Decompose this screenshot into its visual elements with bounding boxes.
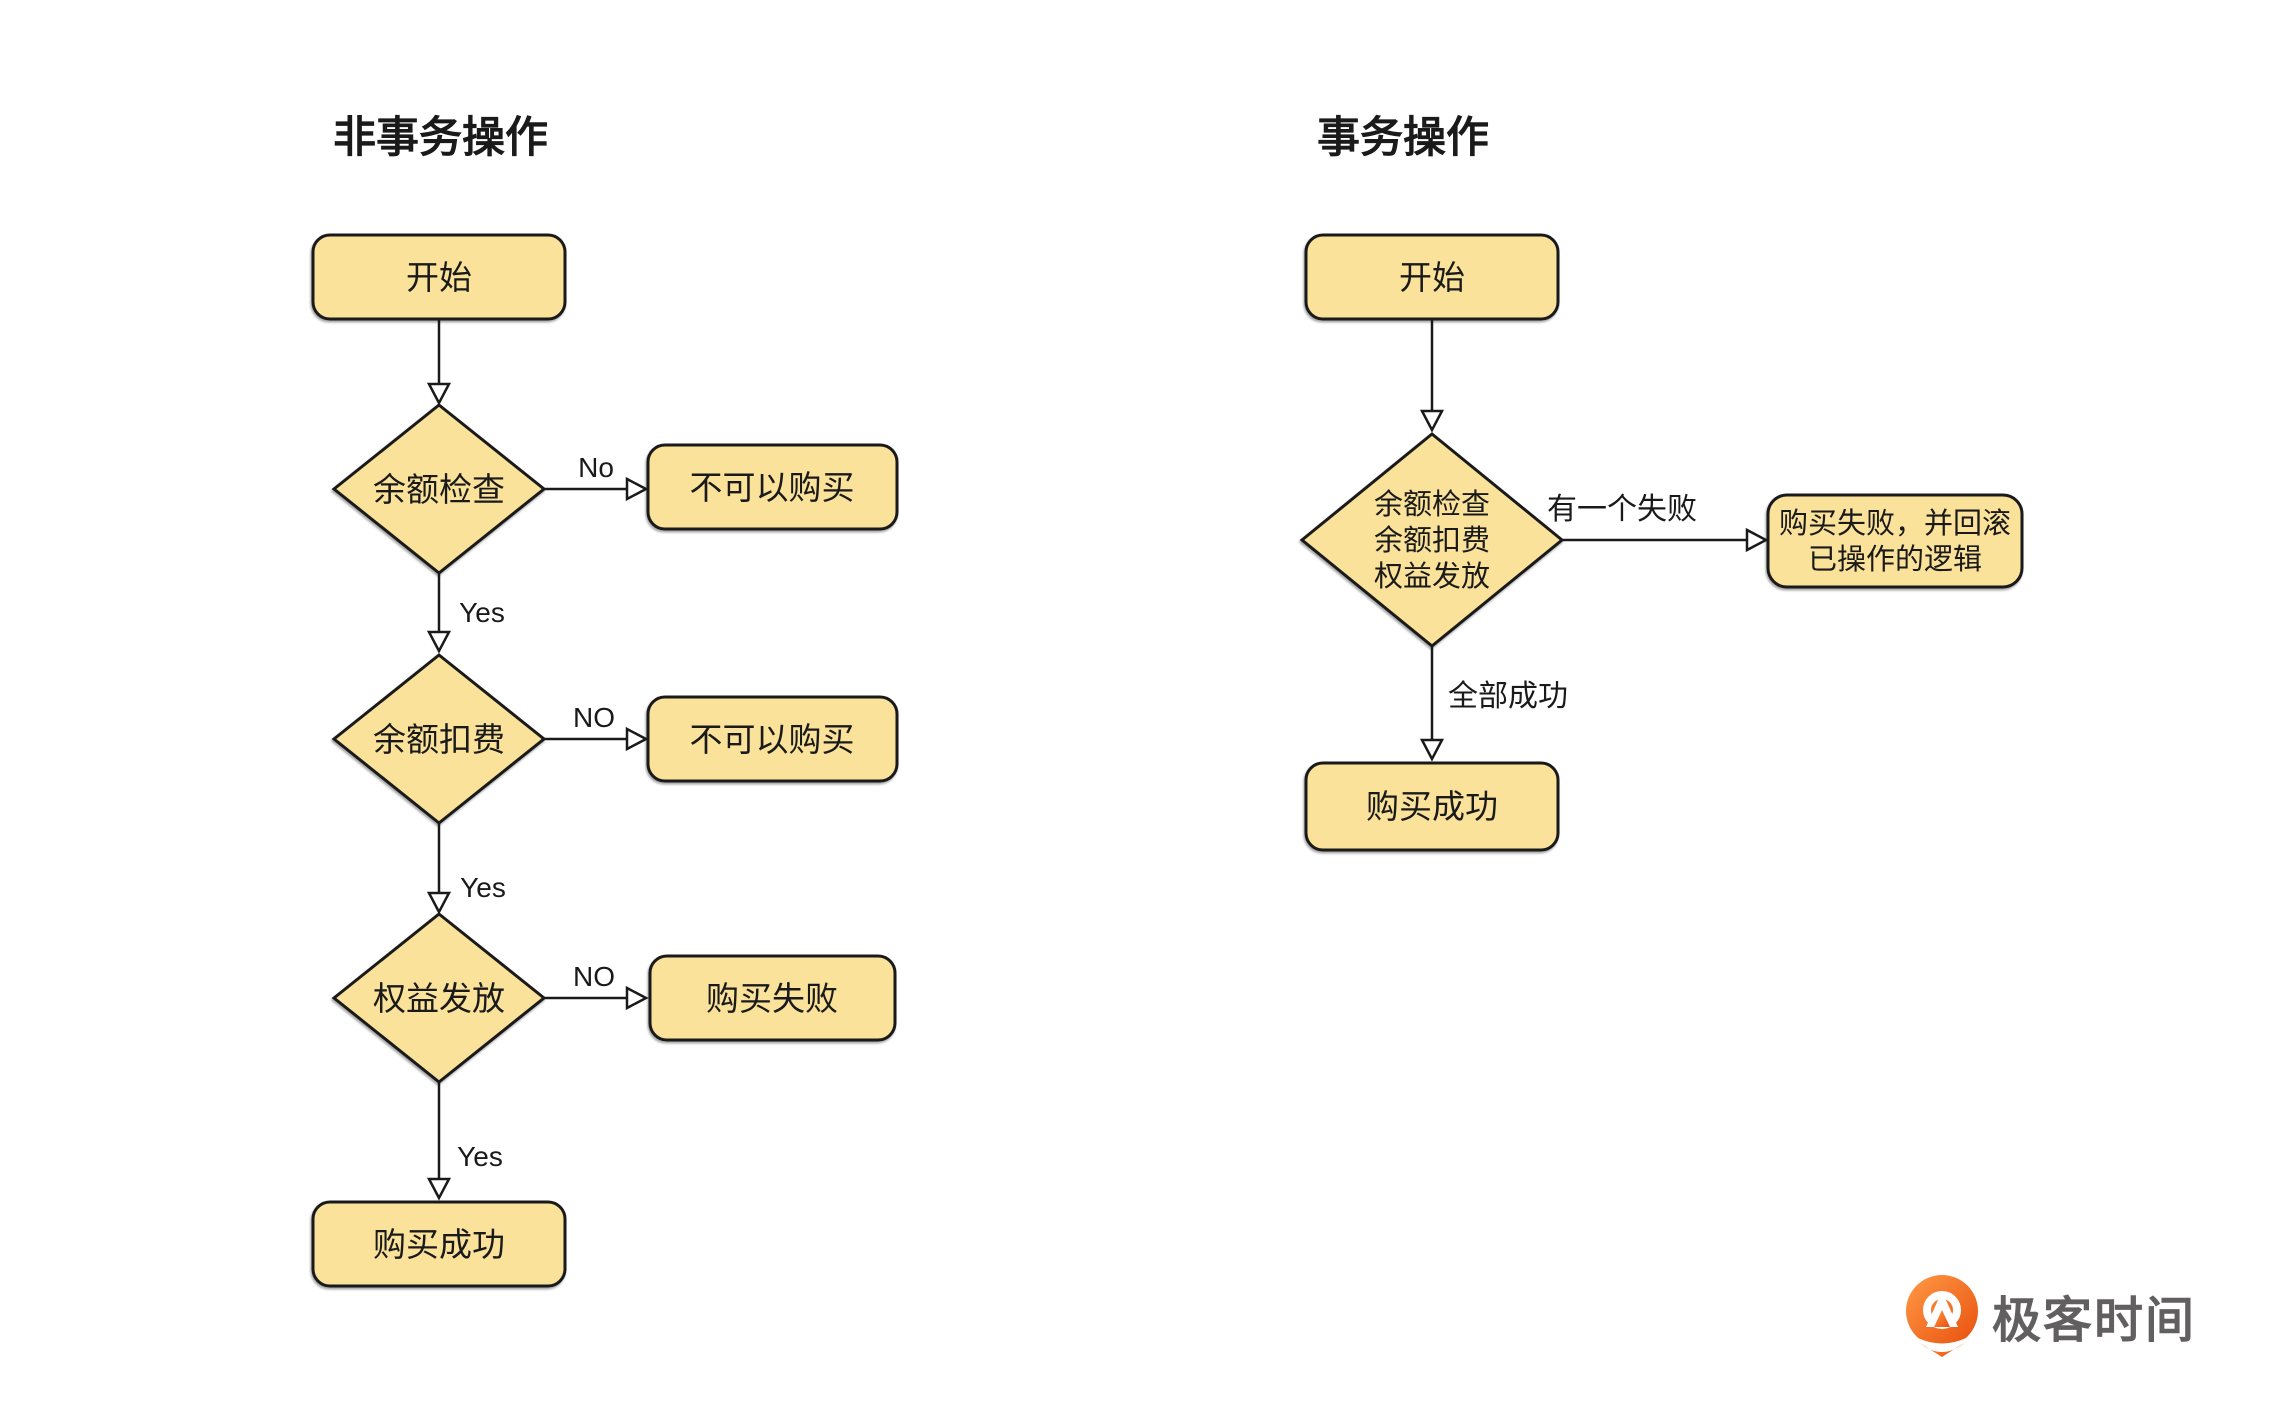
left-no-target-3-label: 购买失败 <box>706 980 838 1018</box>
edge-label-all-success: 全部成功 <box>1448 679 1568 713</box>
left-decision-2-label: 余额扣费 <box>373 721 505 759</box>
arrowhead-down-icon <box>426 891 452 915</box>
edge-label-no-3: NO <box>573 960 615 992</box>
left-no-target-3-shape <box>648 954 897 1042</box>
left-start-node-label: 开始 <box>406 259 472 297</box>
right-fail-line-1: 购买失败，并回滚 <box>1778 508 2012 540</box>
arrowhead-down-icon <box>1419 409 1445 433</box>
right-decision-line-2: 余额扣费 <box>1373 525 1491 557</box>
right-fail-node-label: 购买失败，并回滚 已操作的逻辑 <box>1779 506 2011 578</box>
left-column-title: 非事务操作 <box>333 114 548 162</box>
left-decision-3-label: 权益发放 <box>373 980 505 1018</box>
arrowheads <box>426 382 1769 1201</box>
right-decision-line-1: 余额检查 <box>1373 489 1491 521</box>
arrowhead-down-icon <box>426 630 452 654</box>
right-start-node-label: 开始 <box>1399 259 1465 297</box>
left-end-node-label: 购买成功 <box>373 1226 505 1264</box>
edge-label-yes-1: Yes <box>459 596 505 628</box>
arrowhead-right-icon <box>1745 527 1769 553</box>
right-end-node-label: 购买成功 <box>1366 788 1498 826</box>
edge-label-yes-3: Yes <box>457 1140 503 1172</box>
arrowhead-right-icon <box>625 985 649 1011</box>
edge-label-no-2: NO <box>573 701 615 733</box>
arrowhead-down-icon <box>426 382 452 406</box>
left-decision-1-label: 余额检查 <box>373 471 505 509</box>
left-no-target-2-label: 不可以购买 <box>689 721 855 759</box>
right-column-title: 事务操作 <box>1317 114 1489 162</box>
right-decision-line-3: 权益发放 <box>1373 561 1491 593</box>
geektime-logo-text: 极客时间 <box>1992 1293 2197 1348</box>
right-fail-line-2: 已操作的逻辑 <box>1807 544 1983 576</box>
left-no-target-1-shape <box>646 443 899 531</box>
edge-label-no-1: No <box>578 451 614 483</box>
left-end-node-shape <box>311 1200 567 1288</box>
right-decision-label: 余额检查 余额扣费 权益发放 <box>1374 487 1490 595</box>
right-end-node-shape <box>1304 761 1560 852</box>
node-shapes <box>311 233 2024 1288</box>
edge-label-yes-2: Yes <box>460 871 506 903</box>
arrowhead-down-icon <box>1419 738 1445 762</box>
left-no-target-1-label: 不可以购买 <box>689 469 855 507</box>
right-fail-node-shape <box>1766 493 2024 589</box>
arrowhead-right-icon <box>625 726 649 752</box>
connector-edges <box>437 319 1747 1179</box>
arrowhead-down-icon <box>426 1177 452 1201</box>
geektime-logo: 极客时间 <box>1904 1275 2196 1357</box>
geektime-icon <box>1906 1275 1978 1357</box>
arrowhead-right-icon <box>625 476 649 502</box>
edge-label-one-failure: 有一个失败 <box>1547 492 1697 526</box>
